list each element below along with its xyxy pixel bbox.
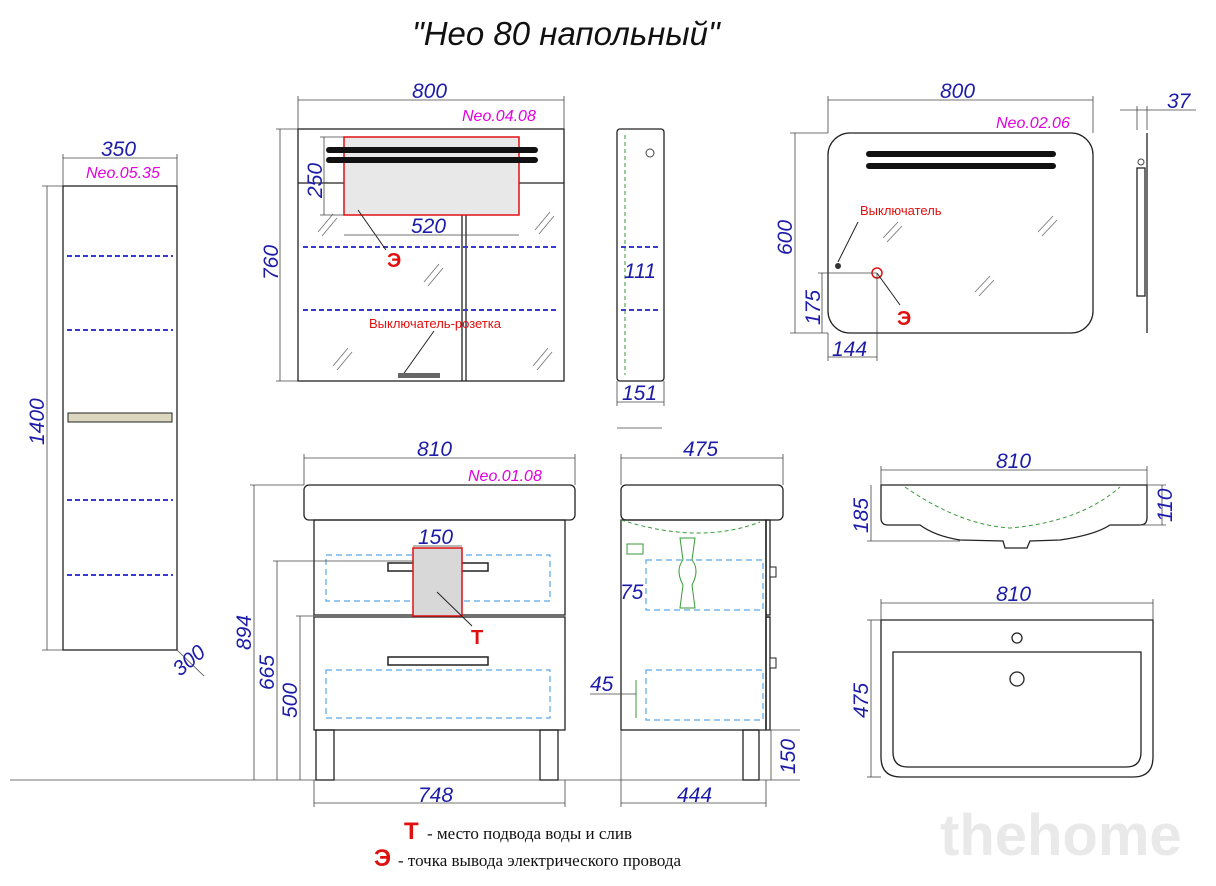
- vanity: Т 810 Neo.01.08 150 894 665 500 748: [233, 438, 576, 807]
- sink-top: 810 475: [850, 583, 1154, 778]
- vanity-side-depth-label: 475: [683, 438, 718, 461]
- mirror-switch-label: Выключатель: [860, 203, 942, 218]
- drawing-title: "Нео 80 напольный": [412, 15, 721, 52]
- vanity-model-label: Neo.01.08: [468, 468, 542, 485]
- siphon-icon: [678, 537, 697, 609]
- vanity-handle-lower: [387, 656, 489, 666]
- legend: Т - место подвода воды и слив Э - точка …: [374, 818, 682, 872]
- vanity-body-height-label: 500: [279, 683, 302, 718]
- cabinet-side-inner-label: 111: [624, 260, 656, 283]
- column-depth-label: 300: [168, 640, 210, 680]
- vanity-total-height-label: 894: [233, 615, 256, 650]
- cabinet-side-depth-label: 151: [622, 382, 657, 405]
- column-width-label: 350: [101, 138, 136, 161]
- legend-e-text: - точка вывода электрического провода: [398, 851, 682, 870]
- mirror-cabinet-height-label: 760: [260, 245, 283, 280]
- mirror-cabinet-side: 111 151: [616, 128, 665, 429]
- mirror-light-bottom: [866, 163, 1056, 169]
- vanity-side-leg: [742, 729, 760, 781]
- legend-t-text: - место подвода воды и слив: [427, 824, 632, 843]
- cabinet-side-light-icon: [645, 148, 655, 158]
- column-body: [62, 185, 178, 651]
- vanity-width-label: 810: [417, 438, 452, 461]
- mirror-cabinet-width-label: 800: [412, 80, 447, 103]
- column-case: 350 Neo.05.35 1400 300: [26, 138, 210, 681]
- mirror-side-body: [1136, 167, 1146, 297]
- vanity-side-base-label: 444: [677, 784, 712, 807]
- sink-section-height-label: 185: [850, 498, 873, 533]
- mirror-side: 37: [1120, 90, 1196, 333]
- column-height-label: 1400: [26, 398, 49, 445]
- vanity-leg-left: [315, 729, 335, 781]
- sink-section-outline: [880, 484, 1148, 549]
- sink-section-width-label: 810: [996, 450, 1031, 473]
- vanity-leg-right: [539, 729, 559, 781]
- mirror-cabinet-body: [297, 128, 565, 382]
- cabinet-side-body: [616, 128, 665, 382]
- sink-top-depth-label: 475: [850, 683, 873, 718]
- vanity-base-width-label: 748: [418, 784, 453, 807]
- pipe-width-label: 150: [418, 526, 453, 549]
- mirror-height-label: 600: [774, 220, 797, 255]
- sink-bowl: [892, 651, 1142, 768]
- legend-t-mark: Т: [404, 818, 419, 845]
- vanity-side: 475 75 45 150 444: [590, 438, 800, 807]
- mirror-switch-icon: [835, 263, 841, 269]
- vanity-side-top: [620, 484, 784, 521]
- light-bar-bottom: [326, 157, 538, 163]
- light-bar-top: [326, 147, 538, 153]
- watermark-logo: thehome: [940, 803, 1182, 868]
- vanity-drawer-lower: [313, 616, 566, 731]
- sink-top-outline: [880, 619, 1154, 778]
- mirror-body: [827, 132, 1094, 334]
- mirror-switch-x-label: 144: [832, 338, 867, 361]
- drain-hole-icon: [1009, 671, 1025, 687]
- pipe-area: [412, 547, 463, 617]
- vanity-sink-top: [303, 484, 576, 521]
- mirror-width-label: 800: [940, 80, 975, 103]
- light-height-label: 250: [304, 163, 327, 199]
- column-handle: [67, 412, 173, 423]
- vanity-drawer-height-label: 665: [256, 655, 279, 690]
- mirror-e-marker: Э: [897, 308, 911, 330]
- mirror-model-label: Neo.02.06: [996, 115, 1070, 132]
- mirror-cabinet: Выключатель-розетка Э 800 Neo.04.08 760 …: [260, 80, 565, 382]
- vanity-t-marker: Т: [471, 627, 483, 649]
- mirror-switch-height-label: 175: [802, 290, 825, 325]
- mirror-light-top: [866, 151, 1056, 157]
- vanity-side-leg-height-label: 150: [777, 739, 800, 774]
- column-model-label: Neo.05.35: [86, 165, 160, 182]
- legend-e-mark: Э: [374, 845, 391, 872]
- mirror-cabinet-switch-label: Выключатель-розетка: [369, 316, 502, 331]
- mirror-cabinet-e-marker: Э: [387, 250, 401, 272]
- vanity-side-leg-offset-label: 45: [590, 673, 614, 696]
- faucet-hole-icon: [1011, 632, 1023, 644]
- sink-section: 810 185 110: [850, 450, 1177, 549]
- mirror: Выключатель Э 800 Neo.02.06 600 175 144: [774, 80, 1094, 361]
- mirror-depth-label: 37: [1167, 90, 1192, 113]
- vanity-side-pipe-label: 75: [620, 581, 644, 604]
- socket-icon: [398, 373, 440, 378]
- light-width-label: 520: [411, 215, 446, 238]
- mirror-cabinet-model-label: Neo.04.08: [462, 108, 536, 125]
- sink-top-width-label: 810: [996, 583, 1031, 606]
- sink-section-inner-label: 110: [1154, 488, 1177, 522]
